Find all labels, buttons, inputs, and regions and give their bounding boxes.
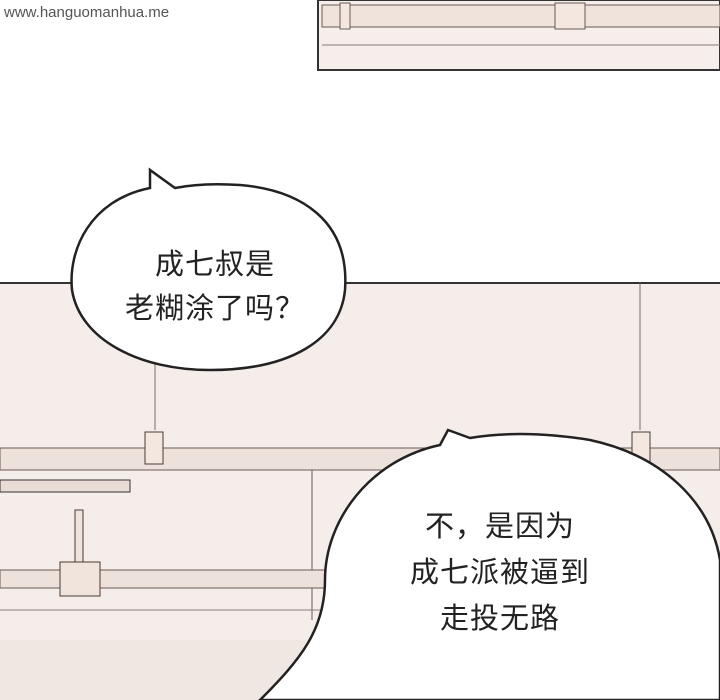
- watermark: www.hanguomanhua.me: [4, 4, 170, 21]
- top-panel: [317, 0, 720, 71]
- bubble-line: 成七叔是: [154, 247, 275, 281]
- speech-bubble-1-text: 成七叔是 老糊涂了吗？: [100, 242, 330, 330]
- speech-bubble-2: [258, 428, 720, 700]
- bubble-line: 成七派被逼到: [409, 555, 590, 589]
- bubble-line: 不，是因为: [424, 509, 575, 543]
- bubble-line: 老糊涂了吗？: [124, 291, 305, 325]
- speech-bubble-2-text: 不，是因为 成七派被逼到 走投无路: [370, 503, 630, 641]
- speech-bubble-1: [70, 167, 347, 372]
- bubble-line: 走投无路: [439, 601, 560, 635]
